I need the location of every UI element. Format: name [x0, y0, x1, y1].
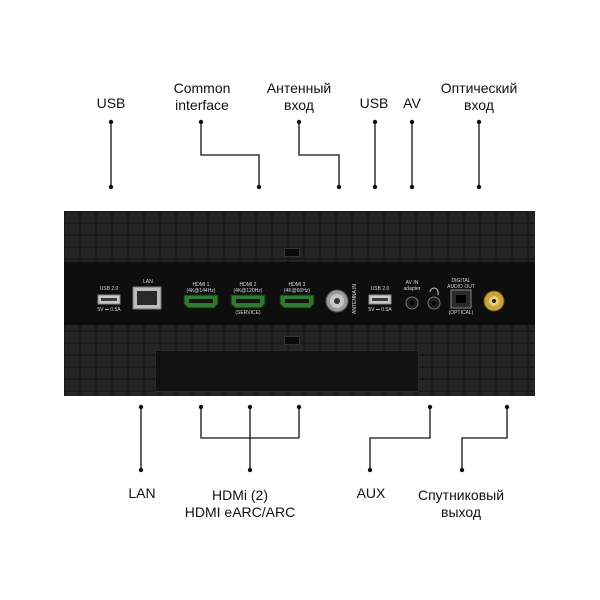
panel-clip-top	[284, 248, 300, 257]
label-optical-in-line1: Оптический	[440, 80, 518, 96]
panel-hdmi2-title: HDMI 2	[239, 282, 257, 288]
leader-antenna	[298, 122, 340, 187]
panel-hdmi1-title: HDMI 1	[192, 282, 210, 288]
panel-clip-bottom	[284, 336, 300, 345]
label-antenna-in-line1: Антенный	[266, 80, 332, 96]
panel-hdmi1-label: HDMI 1 (4K@144Hz)	[181, 282, 221, 294]
panel-usb1-label: USB 2.0	[99, 286, 119, 292]
panel-optical-line1: DIGITAL	[451, 278, 471, 284]
label-hdmi-line2: HDMI eARC/ARC	[184, 504, 296, 520]
panel-hdmi3-title: HDMI 3	[288, 282, 306, 288]
leader-satellite	[461, 407, 508, 470]
panel-optical-line2: AUDIO OUT	[447, 284, 475, 290]
panel-hdmi2-label: HDMI 2 (4K@120Hz)	[228, 282, 268, 294]
label-av: AV	[403, 95, 421, 111]
label-aux: AUX	[356, 485, 386, 501]
leader-hdmi	[200, 407, 300, 470]
panel-lan-label: LAN	[143, 279, 153, 285]
label-common-interface-line2: interface	[175, 97, 229, 113]
panel-usb1-power: 5V ⎓ 0.5A	[97, 307, 121, 313]
label-hdmi: HDMi (2) HDMI eARC/ARC	[176, 487, 304, 521]
headphone-jack	[427, 287, 441, 310]
label-antenna-in-line2: вход	[284, 97, 314, 113]
label-optical-in: Оптический вход	[430, 80, 528, 114]
satellite-port	[483, 290, 505, 312]
label-hdmi-line1: HDMi (2)	[212, 487, 268, 503]
hdmi-port-3	[279, 294, 315, 309]
label-common-interface: Common interface	[163, 80, 241, 114]
panel-av-label: AV IN adapter	[398, 280, 426, 292]
av-jack	[405, 296, 419, 310]
leader-common-interface	[200, 122, 260, 187]
panel-usb2-label: USB 2.0	[370, 286, 390, 292]
hdmi-port-2	[230, 294, 266, 309]
optical-port	[450, 289, 472, 309]
panel-hdmi3-label: HDMI 3 (4K@60Hz)	[277, 282, 317, 294]
panel-usb2-power: 5V ⎓ 0.5A	[368, 307, 392, 313]
panel-hdmi1-sub: (4K@144Hz)	[186, 288, 216, 294]
panel-hdmi3-sub: (4K@60Hz)	[283, 288, 311, 294]
panel-optical-label: DIGITAL AUDIO OUT	[444, 278, 478, 290]
label-satellite-out-line2: выход	[441, 504, 481, 520]
panel-hdmi2-service: (SERVICE)	[235, 310, 261, 316]
leader-aux	[369, 407, 431, 470]
label-satellite-out-line1: Спутниковый	[417, 487, 505, 503]
antenna-port	[325, 289, 349, 313]
panel-hdmi2-sub: (4K@120Hz)	[233, 288, 263, 294]
panel-optical-bottom: (OPTICAL)	[448, 310, 474, 316]
label-common-interface-line1: Common	[173, 80, 231, 96]
panel-recess	[155, 350, 419, 392]
label-usb-right: USB	[359, 95, 389, 111]
panel-av-line2: adapter	[403, 286, 421, 292]
label-optical-in-line2: вход	[464, 97, 494, 113]
label-usb-top: USB	[96, 95, 126, 111]
hdmi-port-1	[183, 294, 219, 309]
label-lan: LAN	[128, 485, 156, 501]
label-antenna-in: Антенный вход	[255, 80, 343, 114]
panel-av-line1: AV IN	[405, 280, 419, 286]
label-satellite-out: Спутниковый выход	[408, 487, 514, 521]
